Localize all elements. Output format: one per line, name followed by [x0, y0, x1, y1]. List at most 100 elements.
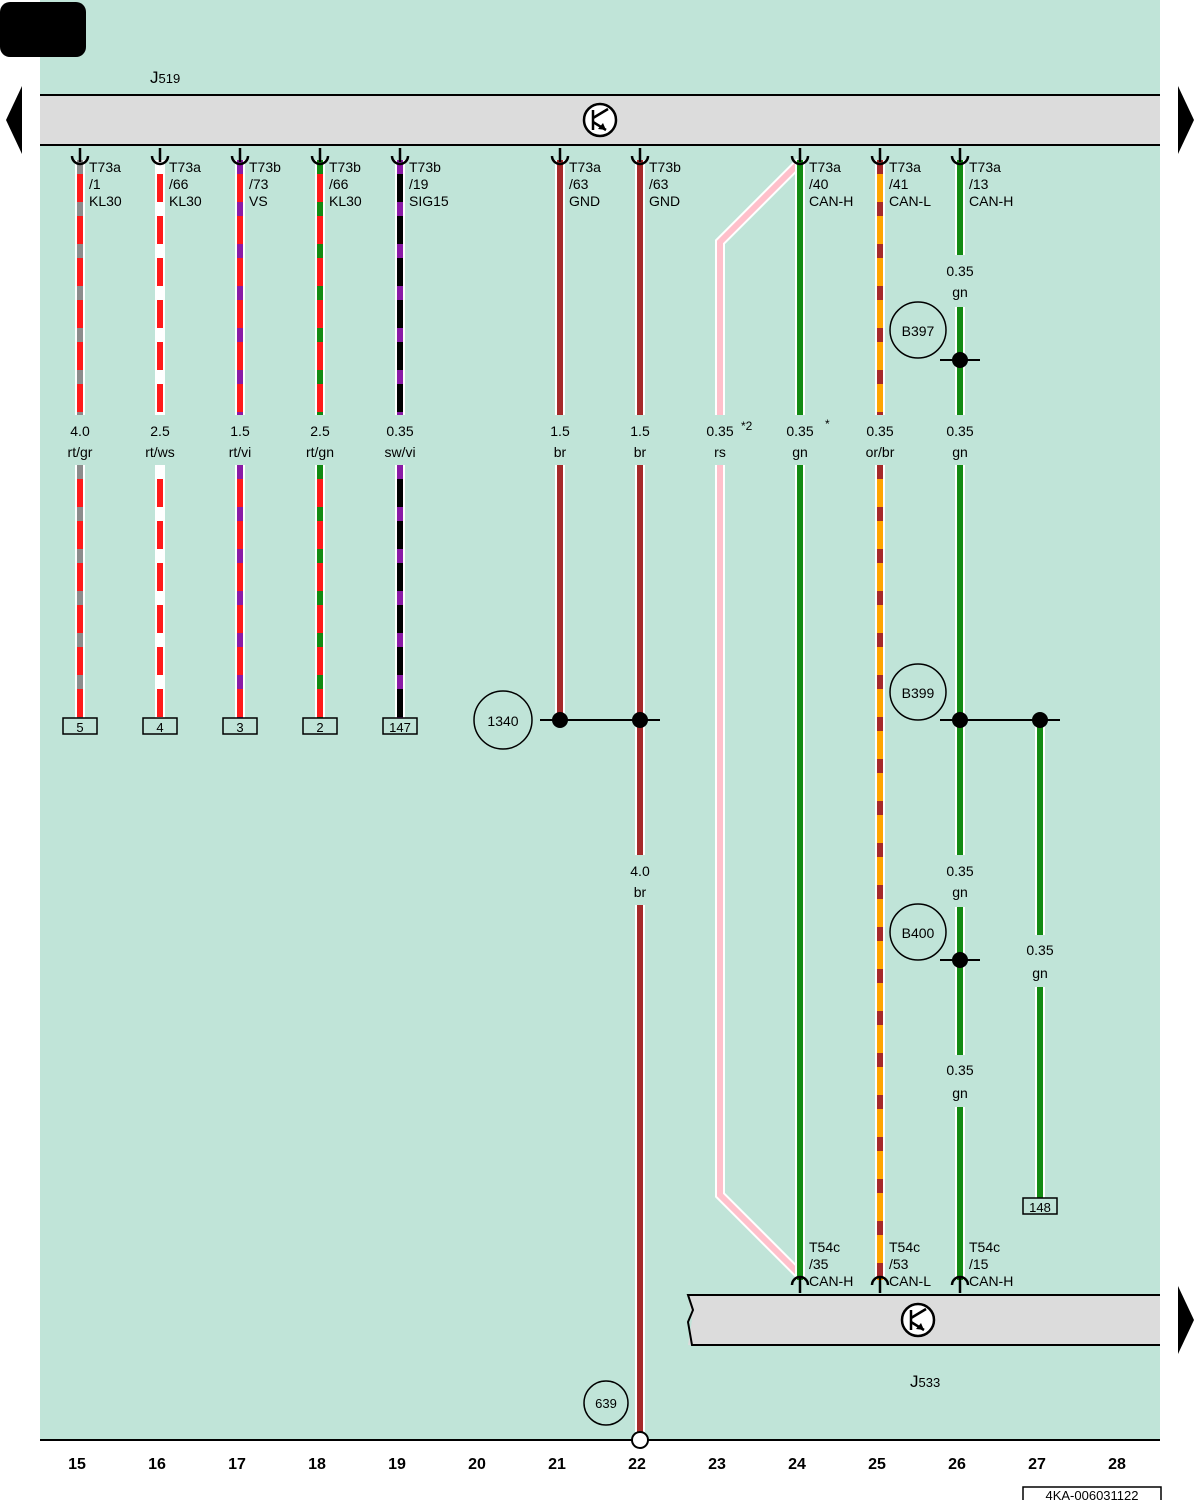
ground-circle-639[interactable] [583, 1380, 629, 1426]
terminal-label-3: 3 [236, 720, 243, 735]
junction-circle-1340[interactable] [473, 690, 533, 750]
wire-col-24[interactable] [795, 160, 805, 1280]
column-number: 27 [1028, 1456, 1046, 1473]
wire-gauge-col-23: 0.35 [706, 423, 733, 439]
wire-col-15[interactable] [75, 160, 85, 718]
junction-dot [552, 712, 568, 728]
junction-label-b397: B397 [902, 323, 935, 339]
wire-color-col-25: or/br [866, 444, 895, 460]
wire-gauge-col-26-seg1: 0.35 [946, 263, 973, 279]
module-bar-j533-outline [686, 1294, 1160, 1346]
terminal-box-147[interactable] [382, 717, 418, 735]
junction-dot [952, 712, 968, 728]
connector-icon [870, 148, 890, 166]
column-number: 16 [148, 1456, 166, 1473]
column-number: 15 [68, 1456, 86, 1473]
right-arrow-icon-bottom[interactable] [1178, 1286, 1194, 1354]
wire-col-17[interactable] [235, 160, 245, 718]
wire-col-21[interactable] [555, 160, 565, 720]
connector-icon [150, 148, 170, 166]
wire-col-16[interactable] [155, 160, 165, 718]
wire-color-col-21: br [554, 444, 567, 460]
wire-col-23[interactable] [715, 158, 804, 1279]
terminal-label-2: 2 [316, 720, 323, 735]
column-number: 25 [868, 1456, 886, 1473]
wire-note-col-24: * [825, 417, 830, 431]
junction-circle-b400[interactable] [889, 903, 947, 961]
left-arrow-icon[interactable] [6, 86, 22, 154]
column-number: 18 [308, 1456, 326, 1473]
wire-color-col-22-lower: br [634, 884, 647, 900]
connector-icon [390, 148, 410, 166]
terminal-box-148[interactable] [1022, 1197, 1058, 1215]
terminal-label-5: 5 [76, 720, 83, 735]
column-number: 17 [228, 1456, 246, 1473]
wire-gauge-col-27: 0.35 [1026, 942, 1053, 958]
wire-color-col-15: rt/gr [68, 444, 93, 460]
wire-color-col-17: rt/vi [229, 444, 252, 460]
right-arrow-icon-top[interactable] [1178, 86, 1194, 154]
wire-gauge-col-16: 2.5 [150, 423, 170, 439]
wire-color-col-19: sw/vi [384, 444, 415, 460]
junction-dot [952, 352, 968, 368]
ground-point-icon [631, 1431, 649, 1449]
ground-label-639: 639 [595, 1396, 617, 1411]
wire-col-22[interactable] [635, 160, 645, 1432]
connector-icon [790, 148, 810, 166]
connector-icon [230, 148, 250, 166]
wire-col-27[interactable] [1035, 720, 1045, 1198]
drawing-number: 4KA-006031122 [1045, 1488, 1138, 1500]
terminal-label-4: 4 [156, 720, 163, 735]
terminal-box-4[interactable] [142, 717, 178, 735]
column-number: 20 [468, 1456, 486, 1473]
wire-col-19[interactable] [395, 160, 405, 718]
terminal-box-5[interactable] [62, 717, 98, 735]
wire-gauge-col-18: 2.5 [310, 423, 330, 439]
terminal-box-2[interactable] [302, 717, 338, 735]
wire-color-col-22: br [634, 444, 647, 460]
connector-icon [950, 148, 970, 166]
wire-col-25[interactable] [875, 160, 885, 1280]
connector-icon [790, 1275, 810, 1293]
column-number: 21 [548, 1456, 566, 1473]
wire-color-col-16: rt/ws [145, 444, 175, 460]
column-number: 24 [788, 1456, 806, 1473]
terminal-label-147: 147 [389, 720, 411, 735]
junction-label-b400: B400 [902, 925, 935, 941]
junction-label-b399: B399 [902, 685, 935, 701]
module-label-j533: J533 [910, 1372, 940, 1391]
junction-circle-b397[interactable] [889, 301, 947, 359]
wire-gauge-col-22: 1.5 [630, 423, 650, 439]
wire-color-col-26: gn [952, 444, 968, 460]
junction-circle-b399[interactable] [889, 663, 947, 721]
wire-color-col-23: rs [714, 444, 726, 460]
wire-col-18[interactable] [315, 160, 325, 718]
wire-gauge-col-21: 1.5 [550, 423, 570, 439]
wire-color-col-26-seg4: gn [952, 1085, 968, 1101]
terminal-box-3[interactable] [222, 717, 258, 735]
connector-icon [630, 148, 650, 166]
wire-color-col-26-seg1: gn [952, 284, 968, 300]
connector-icon [70, 148, 90, 166]
connector-icon [870, 1275, 890, 1293]
wire-gauge-col-17: 1.5 [230, 423, 250, 439]
column-number: 22 [628, 1456, 646, 1473]
wire-color-col-24: gn [792, 444, 808, 460]
wire-color-col-27: gn [1032, 965, 1048, 981]
wire-gauge-col-26-seg3: 0.35 [946, 863, 973, 879]
connector-icon [550, 148, 570, 166]
column-number: 26 [948, 1456, 966, 1473]
junction-dot [632, 712, 648, 728]
connector-icon [310, 148, 330, 166]
connector-icon [950, 1275, 970, 1293]
